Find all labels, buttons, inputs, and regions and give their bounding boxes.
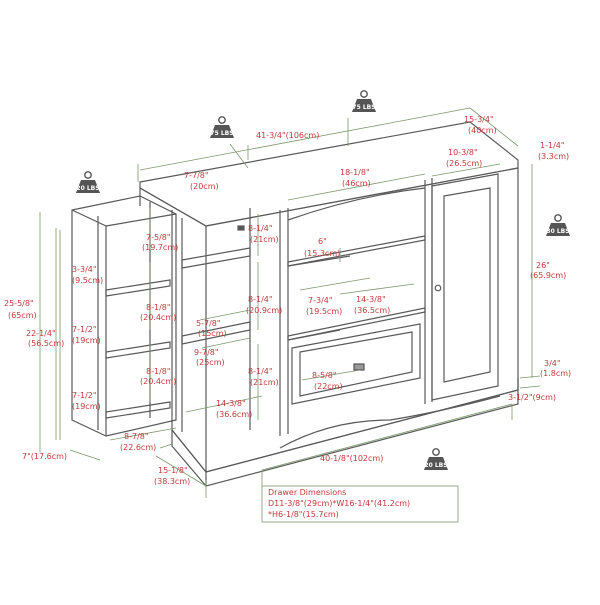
side-height-cm-label: (65cm) [8, 311, 37, 320]
center-h1-label: 8-1/4" [248, 224, 273, 233]
side-shelf-3-cm-label: (19cm) [72, 402, 101, 411]
side-height-label: 25-5/8" [4, 299, 34, 308]
base-plinth [171, 378, 519, 487]
shelf-h3-label: 8-1/8" [146, 367, 171, 376]
center-h3-cm-label: (21cm) [250, 378, 279, 387]
weight-icon-side-left: 20 LBS [75, 171, 101, 194]
side-shelf-2-cm-label: (19cm) [72, 336, 101, 345]
weight-label: 20 LBS [76, 185, 99, 192]
center-h3-label: 8-1/4" [248, 367, 273, 376]
side-shelf-1-label: 3-3/4" [72, 265, 97, 274]
left-shelf-width-label: 7-7/8" [184, 171, 209, 180]
drawer-note-line1: D11-3/8"(29cm)*W16-1/4"(41.2cm) [268, 499, 410, 508]
side-bottom-w-cm-label: (22.6cm) [120, 443, 156, 452]
depth-label: 15-3/4" [464, 115, 494, 124]
center-width-cm-label: (46cm) [342, 179, 371, 188]
drawer-front-label: 8-5/8" [312, 371, 337, 380]
weight-label: 20 LBS [424, 462, 447, 469]
left-depth-label: 14-3/8" [216, 399, 246, 408]
shelf-h3-cm-label: (20.4cm) [140, 377, 176, 386]
side-inner-height-label: 22-1/4" [26, 329, 56, 338]
weight-label: 75 LBS [210, 130, 233, 137]
center-shelf-h-label: 6" [318, 237, 327, 246]
base-left-cm-label: (38.3cm) [154, 477, 190, 486]
weight-label: 30 LBS [546, 228, 569, 235]
base-small-label: 3/4" [544, 359, 561, 368]
weight-label: 75 LBS [352, 104, 375, 111]
open-w2-label: 9-7/8" [194, 348, 219, 357]
center-inner-w-label: 7-3/4" [308, 296, 333, 305]
weight-icon-bottom: 20 LBS [423, 448, 449, 471]
side-depth-label: 7"(17.6cm) [22, 452, 67, 461]
open-w1-cm-label: (15cm) [198, 329, 227, 338]
drawer-dimensions-note: Drawer Dimensions D11-3/8"(29cm)*W16-1/4… [261, 485, 459, 523]
shelf-h2-label: 8-1/8" [146, 303, 171, 312]
top-thickness-label: 1-1/4" [540, 141, 565, 150]
front-face [205, 168, 519, 473]
shelf-h1-label: 7-5/8" [146, 233, 171, 242]
side-shelf-unit [71, 195, 177, 437]
left-shelf-width-cm-label: (20cm) [190, 182, 219, 191]
base-width-label: 40-1/8"(102cm) [320, 454, 383, 463]
center-depth-label: 14-3/8" [356, 295, 386, 304]
door-width-label: 10-3/8" [448, 148, 478, 157]
side-shelf-3-label: 7-1/2" [72, 391, 97, 400]
base-left-label: 15-1/8" [158, 466, 188, 475]
drawer-note-line2: *H6-1/8"(15.7cm) [268, 510, 339, 519]
depth-cm-label: (40cm) [468, 126, 497, 135]
side-shelf-2-label: 7-1/2" [72, 325, 97, 334]
center-shelf-h-cm-label: (15.3cm) [304, 249, 340, 258]
dimension-labels: 41-3/4"(106cm) 15-3/4" (40cm) 1-1/4" (3.… [4, 115, 571, 486]
side-shelf-1-cm-label: (9.5cm) [72, 276, 103, 285]
total-width-label: 41-3/4"(106cm) [256, 131, 319, 140]
drawer [291, 323, 421, 405]
weight-icon-top-left: 75 LBS [209, 116, 235, 139]
left-shelf-1 [181, 247, 251, 269]
center-h2-cm-label: (20.9cm) [246, 306, 282, 315]
drawer-front-cm-label: (22cm) [314, 382, 343, 391]
shelf-h1-cm-label: (19.7cm) [142, 243, 178, 252]
center-depth-cm-label: (36.5cm) [354, 306, 390, 315]
top-thickness-cm-label: (3.3cm) [538, 152, 569, 161]
center-shelf-mid [287, 307, 426, 341]
height-label: 26" [536, 261, 550, 270]
center-shelf-top [287, 235, 426, 267]
open-w1-label: 5-7/8" [196, 319, 221, 328]
center-h2-label: 8-1/4" [248, 295, 273, 304]
weight-icon-top-center: 75 LBS [351, 90, 377, 113]
shelf-h2-cm-label: (20.4cm) [140, 313, 176, 322]
door-width-cm-label: (26.5cm) [446, 159, 482, 168]
side-inner-height-cm-label: (56.5cm) [28, 339, 64, 348]
base-height-label: 3-1/2"(9cm) [508, 393, 556, 402]
center-inner-w-cm-label: (19.5cm) [306, 307, 342, 316]
left-depth-cm-label: (36.6cm) [216, 410, 252, 419]
furniture-outline [71, 121, 519, 487]
weight-icon-right: 30 LBS [545, 214, 571, 237]
height-cm-label: (65.9cm) [530, 271, 566, 280]
center-width-label: 18-1/8" [340, 168, 370, 177]
base-small-cm-label: (1.8cm) [540, 369, 571, 378]
side-bottom-w-label: 8-7/8" [124, 432, 149, 441]
drawer-note-title: Drawer Dimensions [268, 488, 346, 497]
open-w2-cm-label: (25cm) [196, 358, 225, 367]
dimension-lines [39, 107, 541, 498]
door [431, 173, 499, 401]
center-h1-cm-label: (21cm) [250, 235, 279, 244]
